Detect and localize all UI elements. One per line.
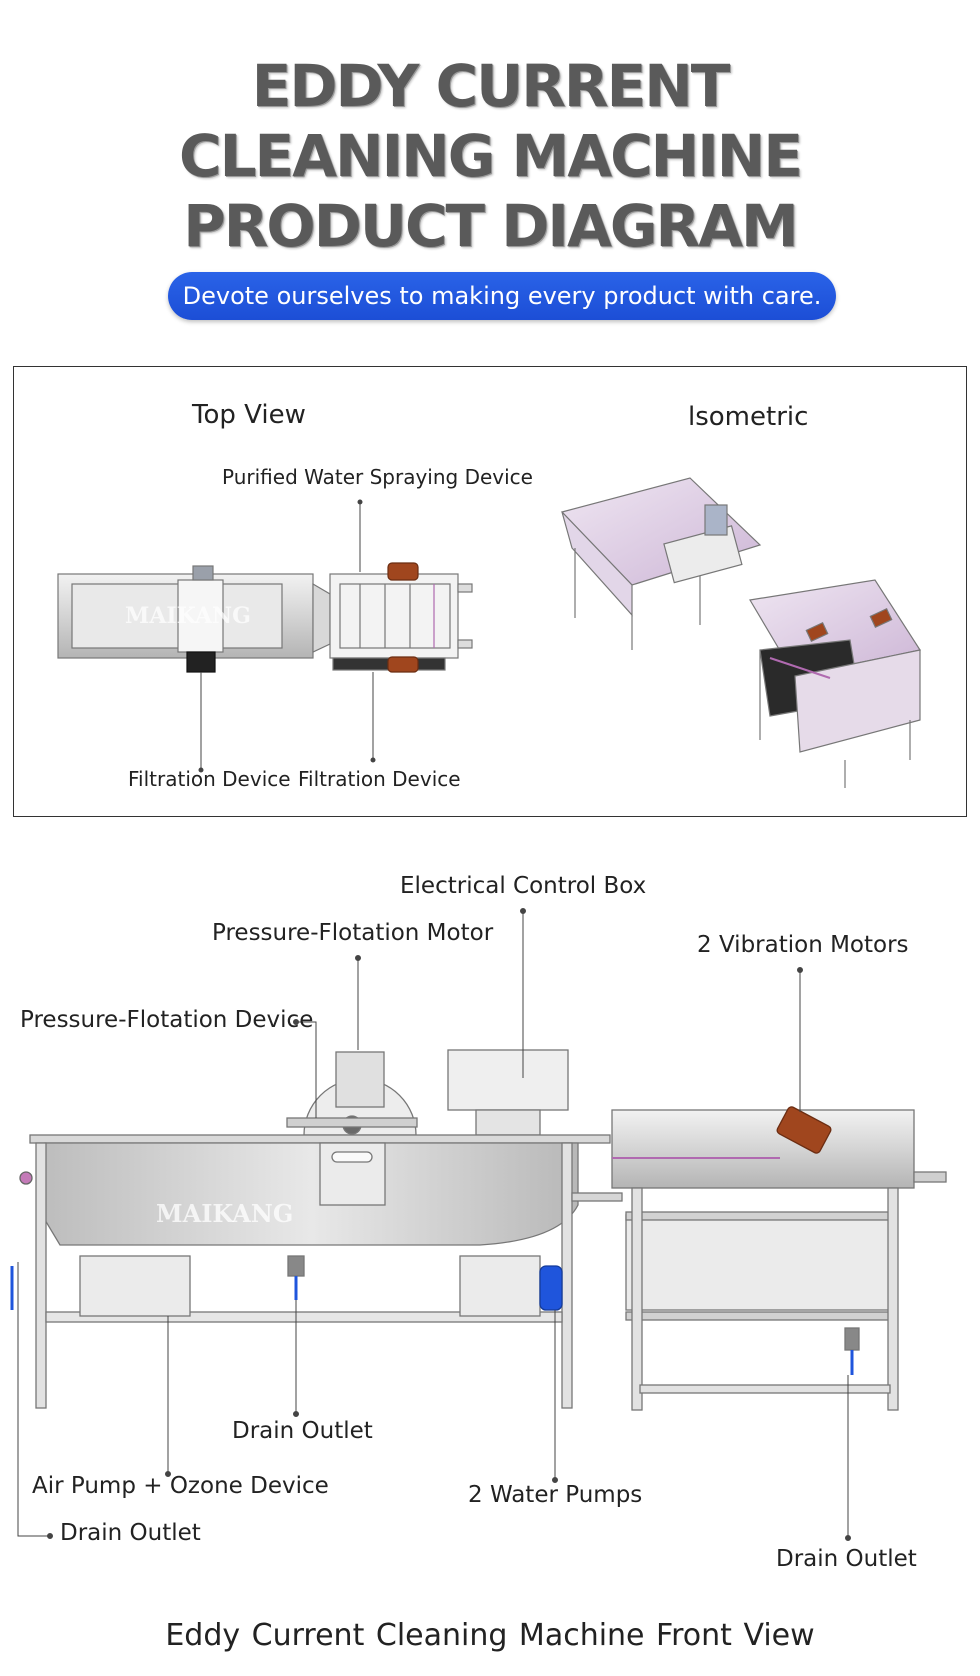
front-view-caption: Eddy Current Cleaning Machine Front View bbox=[165, 1618, 815, 1653]
isometric-machine bbox=[560, 477, 921, 788]
label-pressure-flotation-device: Pressure-Flotation Device bbox=[20, 1007, 314, 1033]
front-view-machine bbox=[10, 1049, 947, 1411]
label-water-pumps: 2 Water Pumps bbox=[468, 1482, 643, 1508]
title-line-2: CLEANING MACHINE bbox=[179, 122, 803, 190]
isometric-title: lsometric bbox=[688, 402, 809, 432]
label-filtration-device-1: Filtration Device bbox=[128, 767, 291, 791]
label-air-pump-ozone: Air Pump + Ozone Device bbox=[32, 1473, 329, 1499]
label-electrical-control-box: Electrical Control Box bbox=[400, 873, 647, 899]
top-view-leaders bbox=[198, 499, 376, 773]
label-vibration-motors: 2 Vibration Motors bbox=[697, 932, 909, 958]
front-view-watermark: MAIKANG bbox=[156, 1199, 293, 1228]
label-drain-outlet-center: Drain Outlet bbox=[232, 1418, 373, 1444]
top-view-title: Top View bbox=[192, 400, 306, 430]
slogan-banner: Devote ourselves to making every product… bbox=[168, 272, 836, 320]
label-purified-water-spraying: Purified Water Spraying Device bbox=[222, 465, 533, 489]
label-pressure-flotation-motor: Pressure-Flotation Motor bbox=[212, 920, 494, 946]
label-drain-outlet-right: Drain Outlet bbox=[776, 1546, 917, 1572]
front-view-leaders bbox=[17, 908, 851, 1541]
top-view-panel bbox=[13, 366, 967, 817]
label-filtration-device-2: Filtration Device bbox=[298, 767, 461, 791]
title-line-1: EDDY CURRENT bbox=[251, 52, 731, 120]
top-view-machine bbox=[57, 562, 473, 673]
top-view-watermark: MAIKANG bbox=[125, 603, 251, 629]
title-line-3: PRODUCT DIAGRAM bbox=[183, 192, 799, 260]
label-drain-outlet-left: Drain Outlet bbox=[60, 1520, 201, 1546]
